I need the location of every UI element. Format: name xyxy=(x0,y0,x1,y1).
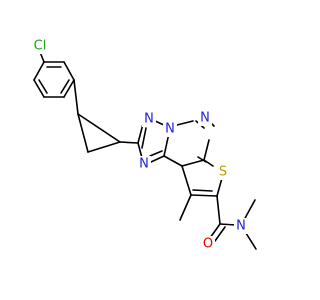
nitrogen-atom: N xyxy=(198,110,212,126)
bond xyxy=(209,223,221,239)
bond xyxy=(149,150,163,157)
bond xyxy=(137,142,143,159)
nitrogen-atom: N xyxy=(163,121,177,137)
bond xyxy=(181,165,192,196)
atom-label-s: S xyxy=(219,165,227,180)
bond xyxy=(137,123,144,144)
atom-label-n2: N xyxy=(165,122,175,137)
bond xyxy=(181,159,205,167)
bond xyxy=(63,79,75,98)
bond xyxy=(179,194,192,221)
bond xyxy=(219,223,237,226)
atom-label-n4: N xyxy=(200,111,210,126)
bond xyxy=(197,156,207,163)
nitrogen-atom: N xyxy=(137,156,151,172)
bond xyxy=(141,127,147,149)
bond xyxy=(192,189,213,192)
bond xyxy=(33,79,45,98)
oxygen-atom: O xyxy=(201,236,215,252)
bond xyxy=(190,194,218,197)
bond xyxy=(150,155,165,163)
bond xyxy=(77,113,121,143)
bond xyxy=(33,61,45,81)
sulfur-atom: S xyxy=(216,164,230,180)
atom-label-n5: N xyxy=(236,219,246,234)
atom-label-n1: N xyxy=(144,112,154,127)
bond xyxy=(163,155,183,167)
bond xyxy=(38,79,48,94)
bond xyxy=(216,177,223,197)
bonds xyxy=(33,51,257,250)
molecule-canvas: Cl N N N N S O N xyxy=(28,38,257,252)
atom-labels: Cl N N N N S O N xyxy=(28,38,248,252)
nitrogen-atom: N xyxy=(234,218,248,234)
bond xyxy=(63,61,75,81)
bond xyxy=(216,195,221,225)
chlorine-atom: Cl xyxy=(28,38,52,54)
molecule-structure: Cl N N N N S O N xyxy=(28,38,257,252)
atom-label-cl: Cl xyxy=(34,39,47,54)
nitrogen-atom: N xyxy=(142,111,156,127)
bond xyxy=(119,141,139,144)
bond xyxy=(60,79,70,94)
atom-label-o: O xyxy=(203,237,213,252)
bond xyxy=(77,113,89,153)
bond xyxy=(73,79,79,115)
bond xyxy=(87,141,121,153)
bond xyxy=(203,139,210,161)
atom-label-n3: N xyxy=(139,157,149,172)
bond xyxy=(243,199,256,221)
bond xyxy=(214,226,226,242)
